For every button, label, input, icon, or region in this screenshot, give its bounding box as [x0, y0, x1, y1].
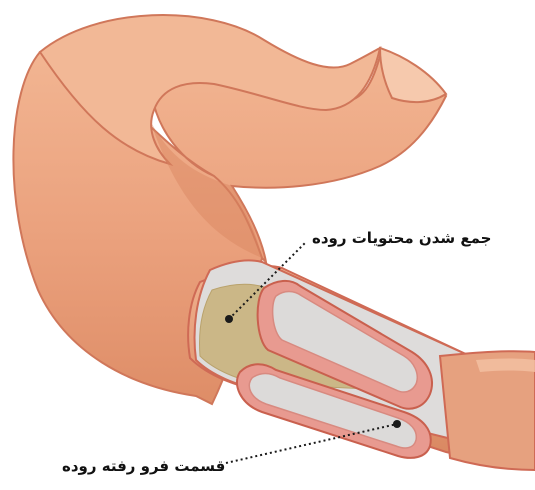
accumulation-label: جمع شدن محتویات روده — [312, 231, 491, 246]
leader-dot-accumulation — [225, 315, 233, 323]
upper-cut-end — [380, 48, 446, 102]
intussusception-label: قسمت فرو رفته روده — [62, 459, 225, 474]
leader-dot-intussusception — [393, 420, 401, 428]
distal-tube-highlight — [476, 359, 535, 373]
